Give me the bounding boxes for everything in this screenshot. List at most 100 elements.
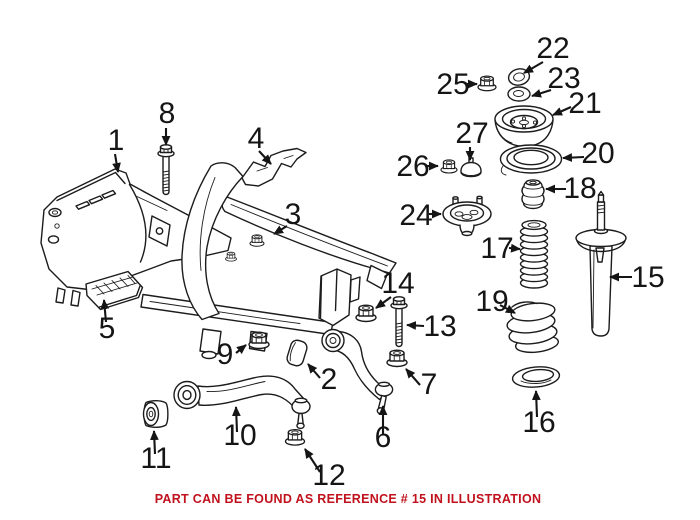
callout-18: 18 xyxy=(545,172,597,205)
callout-arrow-2 xyxy=(307,363,321,379)
flange-nut-drawing xyxy=(355,304,377,323)
callout-4: 4 xyxy=(248,122,272,165)
callout-number-3: 3 xyxy=(285,198,302,231)
callout-21: 21 xyxy=(552,87,602,120)
callout-number-22: 22 xyxy=(536,32,569,65)
callout-23: 23 xyxy=(531,62,581,98)
bushing-drawing xyxy=(142,399,169,429)
callout-arrow-23 xyxy=(531,88,552,98)
callout-17: 17 xyxy=(480,232,521,265)
flange-nut-drawing xyxy=(248,331,270,350)
frame-arm-drawing xyxy=(181,162,244,321)
strut-drawing xyxy=(575,190,627,337)
callout-number-4: 4 xyxy=(248,122,265,155)
callout-arrow-19 xyxy=(499,304,516,314)
protection-boot-drawing xyxy=(519,219,549,289)
callout-2: 2 xyxy=(307,363,338,396)
callout-arrow-9 xyxy=(235,344,247,355)
lower-strut-mount-drawing xyxy=(442,195,492,237)
callout-arrow-14 xyxy=(375,296,392,309)
callout-9: 9 xyxy=(217,338,247,371)
callout-arrow-16 xyxy=(531,390,541,418)
callout-arrow-4 xyxy=(258,150,272,165)
callout-number-11: 11 xyxy=(140,442,171,475)
callout-number-24: 24 xyxy=(399,199,432,232)
callout-number-19: 19 xyxy=(475,285,508,318)
callout-arrow-10 xyxy=(231,406,241,433)
callout-19: 19 xyxy=(475,285,516,318)
callout-14: 14 xyxy=(375,267,415,309)
callout-20: 20 xyxy=(562,137,615,170)
flange-nut-drawing xyxy=(440,159,458,174)
bump-stop-drawing xyxy=(521,179,545,210)
callout-number-6: 6 xyxy=(375,421,392,454)
control-arm-drawing xyxy=(173,375,311,430)
callout-number-14: 14 xyxy=(381,267,414,300)
callout-arrow-1 xyxy=(112,153,121,173)
callout-arrow-17 xyxy=(508,243,521,253)
callout-number-13: 13 xyxy=(423,310,456,343)
subframe-crossmember-drawing xyxy=(40,168,265,307)
callout-8: 8 xyxy=(159,97,176,146)
callout-number-18: 18 xyxy=(563,172,596,205)
callout-13: 13 xyxy=(406,310,457,343)
callout-12: 12 xyxy=(304,448,346,492)
callout-6: 6 xyxy=(375,405,392,454)
callout-5: 5 xyxy=(99,299,116,345)
rubber-buffer-drawing xyxy=(286,339,308,367)
callout-7: 7 xyxy=(405,368,438,401)
callout-25: 25 xyxy=(436,68,478,101)
callout-number-17: 17 xyxy=(480,232,513,265)
cap-drawing xyxy=(460,157,482,178)
upper-strut-mount-drawing xyxy=(494,105,554,148)
callout-16: 16 xyxy=(522,390,556,439)
callout-arrow-13 xyxy=(406,321,425,330)
callout-arrow-3 xyxy=(273,225,288,235)
callout-number-8: 8 xyxy=(159,97,176,130)
callout-arrow-22 xyxy=(523,61,544,74)
tension-strut-arm-drawing xyxy=(321,328,394,415)
callout-number-20: 20 xyxy=(581,137,614,170)
reference-note: PART CAN BE FOUND AS REFERENCE # 15 IN I… xyxy=(155,492,542,506)
flange-nut-drawing xyxy=(477,75,497,92)
callout-27: 27 xyxy=(455,117,489,161)
callout-10: 10 xyxy=(223,406,257,452)
callout-number-26: 26 xyxy=(396,150,429,183)
washer-drawing xyxy=(507,86,531,102)
skid-plate-drawing xyxy=(85,270,144,311)
flange-nut-drawing xyxy=(284,428,306,446)
callout-3: 3 xyxy=(273,198,302,235)
callout-number-9: 9 xyxy=(217,338,234,371)
callout-arrow-12 xyxy=(304,448,321,473)
callout-arrow-7 xyxy=(405,368,421,386)
callout-number-10: 10 xyxy=(223,419,256,452)
callout-number-5: 5 xyxy=(99,312,116,345)
callout-number-25: 25 xyxy=(436,68,469,101)
callout-number-16: 16 xyxy=(522,406,555,439)
callout-number-1: 1 xyxy=(108,124,125,157)
callout-number-23: 23 xyxy=(547,62,580,95)
spring-seat-drawing xyxy=(499,144,563,176)
long-bolt-drawing xyxy=(390,296,408,348)
callout-arrow-21 xyxy=(552,106,572,116)
spring-pad-drawing xyxy=(511,366,561,388)
callout-26: 26 xyxy=(396,150,439,183)
callout-15: 15 xyxy=(609,261,665,294)
callout-number-2: 2 xyxy=(321,363,338,396)
callout-1: 1 xyxy=(108,124,125,173)
callout-number-12: 12 xyxy=(312,459,345,492)
flange-nut-drawing xyxy=(386,349,408,368)
coil-spring-drawing xyxy=(506,301,560,354)
callout-number-27: 27 xyxy=(455,117,488,150)
callout-24: 24 xyxy=(399,199,442,232)
callout-number-7: 7 xyxy=(421,368,438,401)
callout-number-15: 15 xyxy=(631,261,664,294)
long-bolt-drawing xyxy=(157,144,175,196)
callout-arrow-20 xyxy=(562,153,585,162)
callout-11: 11 xyxy=(140,430,172,475)
callout-number-21: 21 xyxy=(568,87,601,120)
callout-arrow-5 xyxy=(100,299,110,323)
callout-22: 22 xyxy=(523,32,570,74)
